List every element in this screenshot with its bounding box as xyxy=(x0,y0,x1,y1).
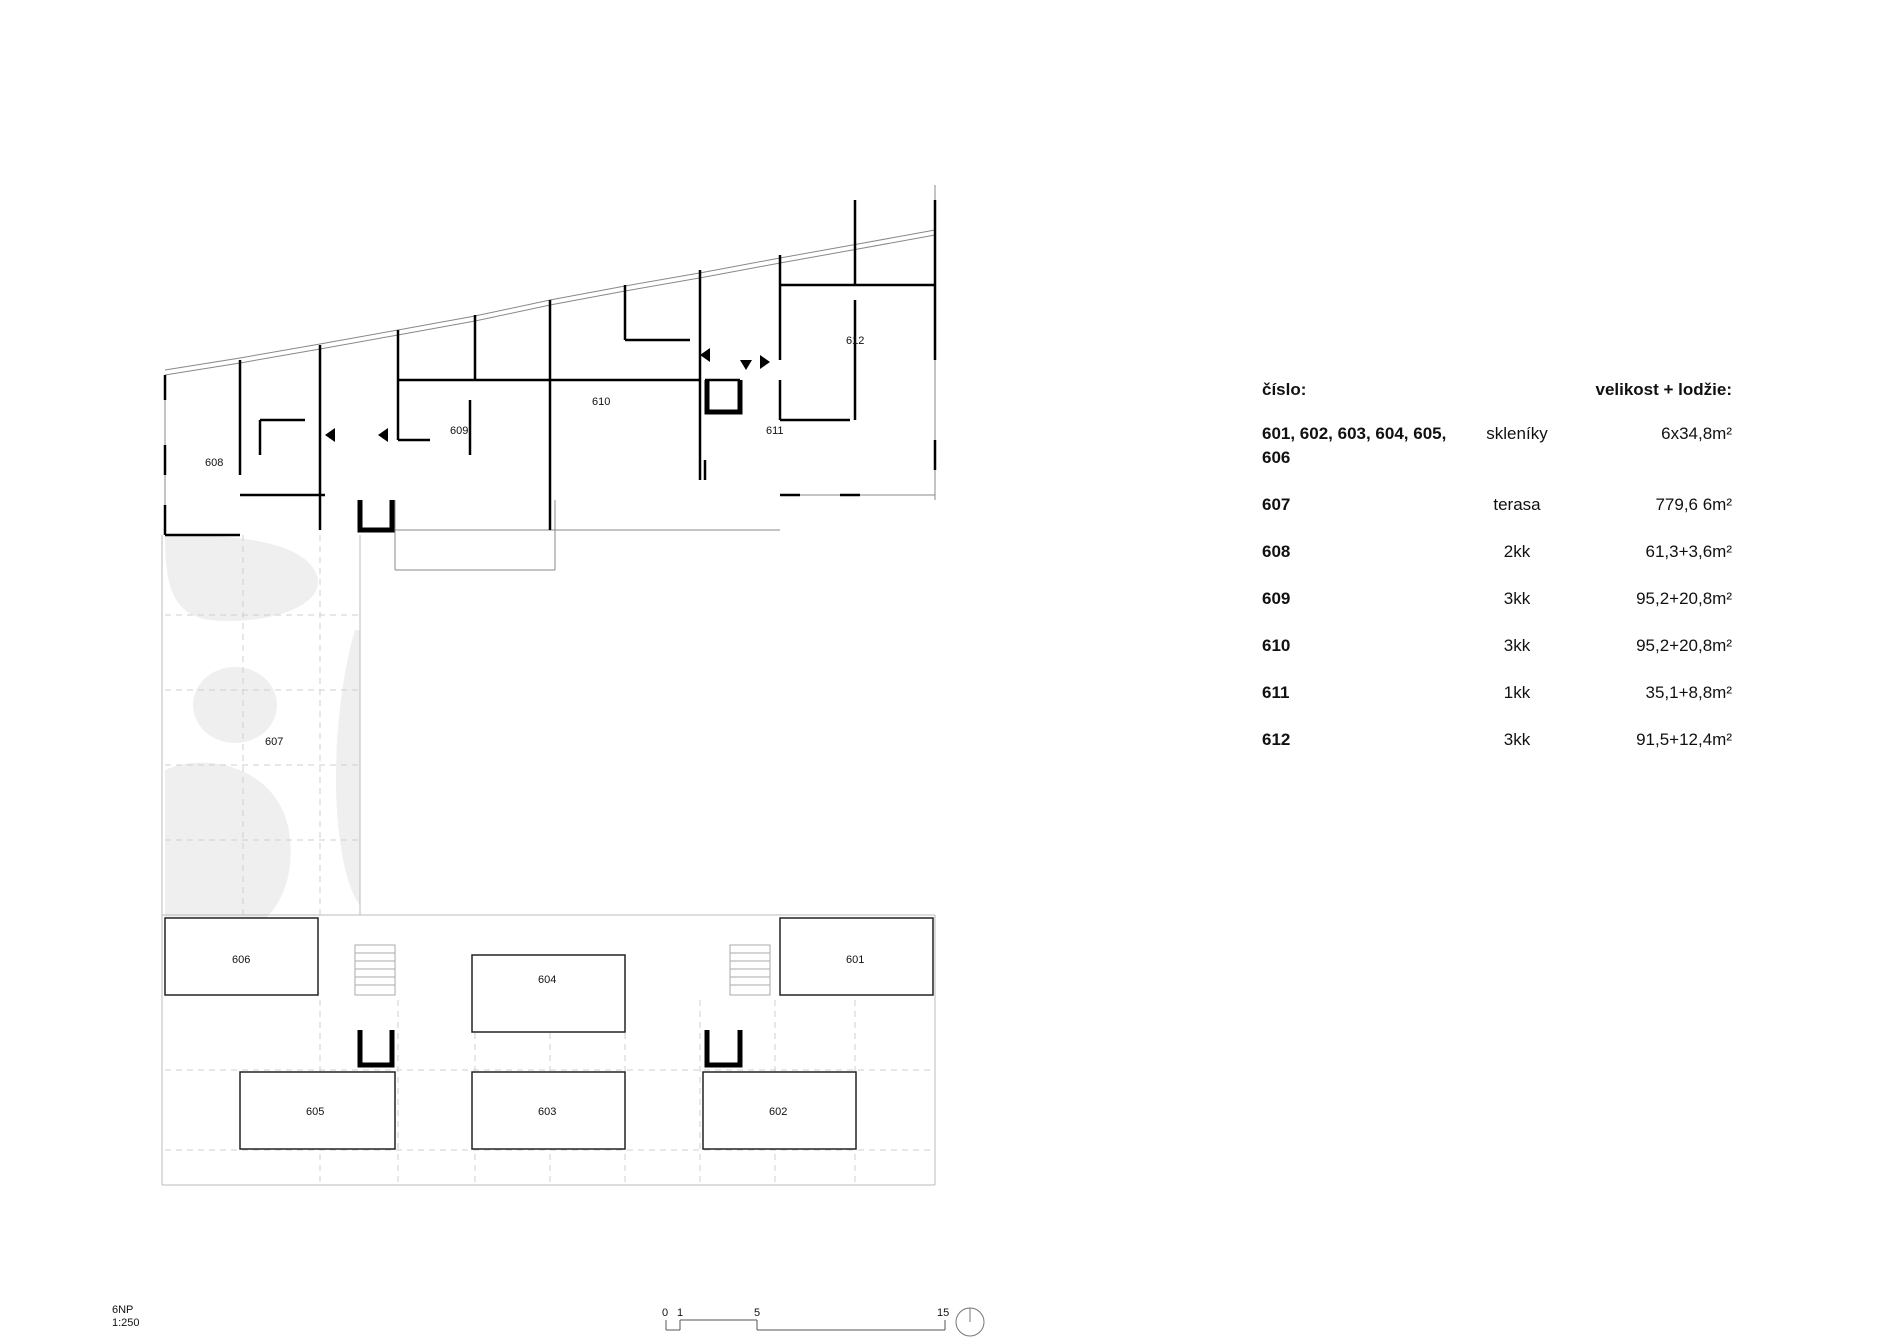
greenhouse-606 xyxy=(164,917,319,996)
legend-row: 609 3kk 95,2+20,8m² xyxy=(1262,587,1732,611)
legend-row: 611 1kk 35,1+8,8m² xyxy=(1262,681,1732,705)
legend-number: 608 xyxy=(1262,542,1291,561)
greenhouse-602 xyxy=(702,1071,857,1150)
legend-header: číslo: velikost + lodžie: xyxy=(1262,380,1732,400)
stairs xyxy=(354,944,771,996)
unit-label-605: 605 xyxy=(306,1106,324,1118)
terrace-outline xyxy=(161,535,936,1186)
scale-tick-0: 0 xyxy=(662,1307,668,1319)
legend-number: 611 xyxy=(1262,683,1290,702)
sheet-label: 6NP 1:250 xyxy=(112,1304,140,1330)
legend-type: 1kk xyxy=(1503,683,1531,702)
scale-label: 1:250 xyxy=(112,1317,140,1329)
legend-row: 610 3kk 95,2+20,8m² xyxy=(1262,634,1732,658)
unit-label-604: 604 xyxy=(538,974,556,986)
greenhouses xyxy=(164,917,934,1150)
legend-row: 608 2kk 61,3+3,6m² xyxy=(1262,540,1732,564)
legend-number: 610 xyxy=(1262,636,1291,655)
legend-type: 2kk xyxy=(1503,542,1531,561)
legend-col-number: číslo: xyxy=(1262,380,1307,399)
legend-row: 607 terasa 779,6 6m² xyxy=(1262,493,1732,517)
greenhouse-601 xyxy=(779,917,934,996)
unit-label-603: 603 xyxy=(538,1106,556,1118)
legend-size: 91,5+12,4m² xyxy=(1636,730,1732,749)
legend-type: skleníky xyxy=(1486,424,1548,443)
legend-size: 779,6 6m² xyxy=(1655,495,1732,514)
scale-bar: 0 1 5 15 xyxy=(662,1307,985,1337)
scale-tick-15: 15 xyxy=(937,1307,949,1319)
legend-row: 612 3kk 91,5+12,4m² xyxy=(1262,728,1732,752)
entrance-markers xyxy=(325,348,770,442)
unit-label-602: 602 xyxy=(769,1106,787,1118)
legend-type: 3kk xyxy=(1503,636,1531,655)
legend-number: 601, 602, 603, 604, 605, 606 xyxy=(1262,424,1447,467)
unit-label-611: 611 xyxy=(766,425,784,437)
unit-label-609: 609 xyxy=(450,425,468,437)
legend-size: 61,3+3,6m² xyxy=(1645,542,1732,561)
legend-type: 3kk xyxy=(1503,589,1531,608)
scale-tick-1: 1 xyxy=(677,1307,683,1319)
cores xyxy=(357,380,743,1068)
greenhouse-604 xyxy=(471,954,626,1033)
unit-label-607: 607 xyxy=(265,736,283,748)
floor-label: 6NP xyxy=(112,1304,134,1316)
legend-col-size: velikost + lodžie: xyxy=(1595,380,1732,399)
legend-type: 3kk xyxy=(1503,730,1531,749)
legend-size: 95,2+20,8m² xyxy=(1636,636,1732,655)
legend-number: 609 xyxy=(1262,589,1291,608)
unit-label-610: 610 xyxy=(592,396,610,408)
unit-label-608: 608 xyxy=(205,457,223,469)
legend-row: 601, 602, 603, 604, 605, 606 skleníky 6x… xyxy=(1262,422,1732,470)
terrace-planting xyxy=(165,535,360,930)
legend-type: terasa xyxy=(1493,495,1541,514)
unit-label-606: 606 xyxy=(232,954,250,966)
unit-label-601: 601 xyxy=(846,954,864,966)
greenhouse-603 xyxy=(471,1071,626,1150)
walls xyxy=(163,200,937,537)
legend-size: 35,1+8,8m² xyxy=(1645,683,1732,702)
legend-size: 95,2+20,8m² xyxy=(1636,589,1732,608)
scale-tick-5: 5 xyxy=(754,1307,760,1319)
legend-number: 612 xyxy=(1262,730,1291,749)
legend-number: 607 xyxy=(1262,495,1291,514)
greenhouse-605 xyxy=(239,1071,396,1150)
unit-label-612: 612 xyxy=(846,335,864,347)
unit-legend: číslo: velikost + lodžie: 601, 602, 603,… xyxy=(1262,380,1732,775)
legend-size: 6x34,8m² xyxy=(1661,424,1732,443)
